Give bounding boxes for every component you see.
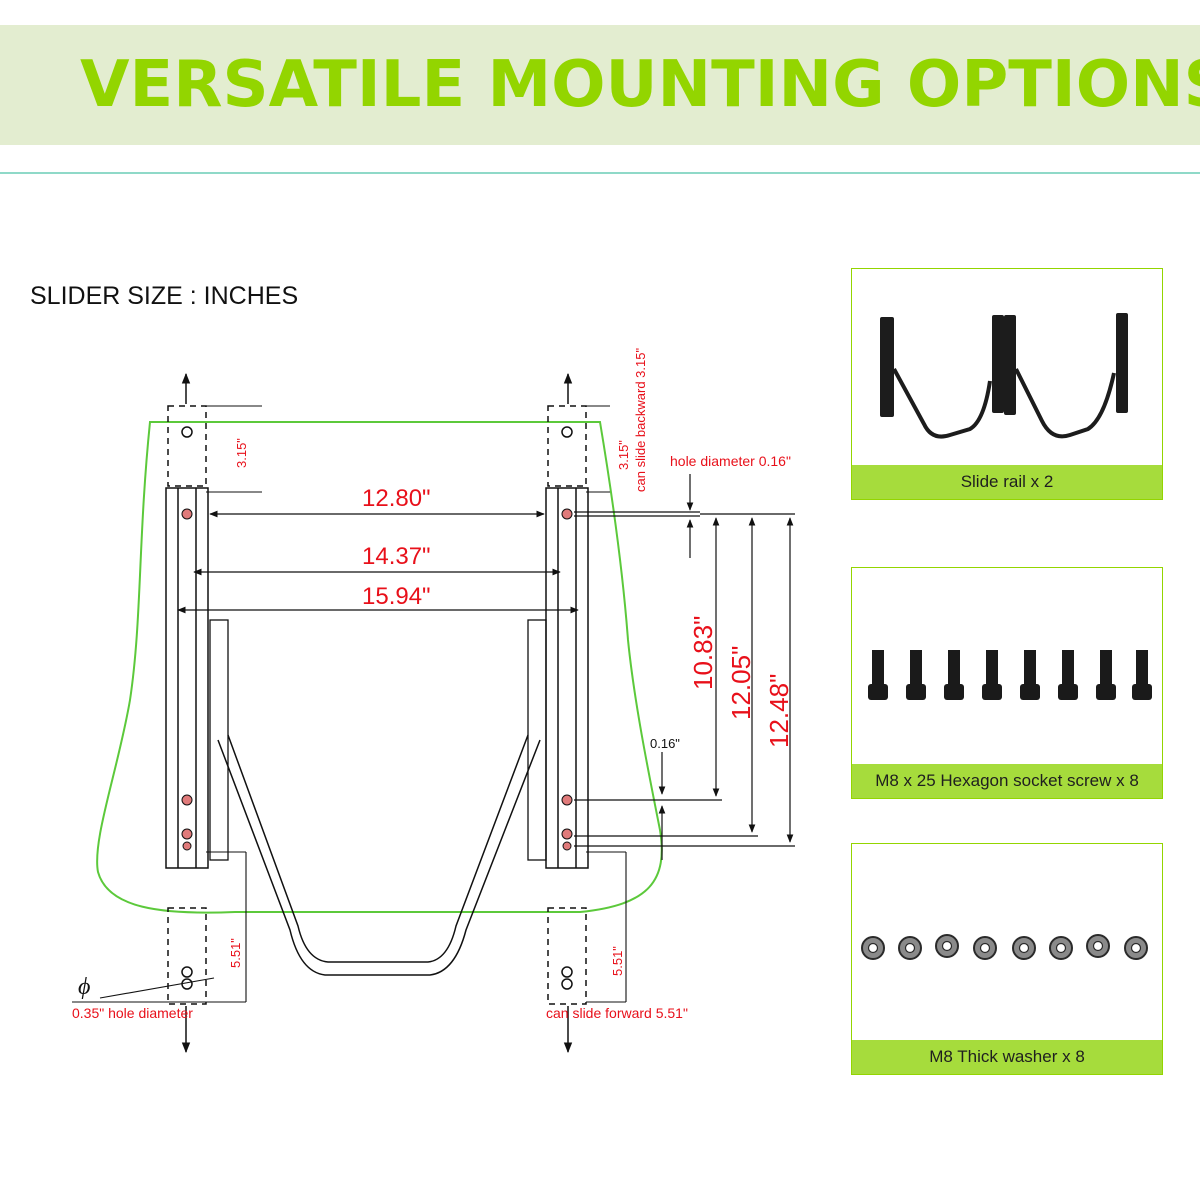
vertical-dimension-lines <box>574 513 795 860</box>
dim-top-left: 3.15" <box>234 438 249 468</box>
dim-bottom-right: 5.51" <box>610 946 625 976</box>
right-rail-bolts <box>561 508 573 851</box>
part-card-slide-rail: Slide rail x 2 <box>851 268 1163 500</box>
header-divider <box>0 172 1200 174</box>
phi-symbol: ϕ <box>78 974 90 1000</box>
slider-dimension-diagram: SLIDER SIZE : INCHES <box>30 282 795 1054</box>
note-slide-backward: can slide backward 3.15" <box>633 348 648 492</box>
dim-width-15-94: 15.94" <box>362 583 431 610</box>
page-title: VERSATILE MOUNTING OPTIONS <box>80 48 1200 122</box>
left-slide-rail <box>165 372 209 1054</box>
hole-diameter-marker <box>574 474 700 558</box>
diagram-heading: SLIDER SIZE : INCHES <box>30 282 298 310</box>
part-card-washers: M8 Thick washer x 8 <box>851 843 1163 1075</box>
inner-brackets <box>209 619 547 861</box>
slide-rail-illustration <box>880 313 1128 439</box>
support-tube <box>217 734 541 976</box>
note-slide-forward: can slide forward 5.51" <box>546 1005 688 1021</box>
width-dimension-lines <box>177 510 579 614</box>
caption-washers: M8 Thick washer x 8 <box>852 1040 1162 1074</box>
dim-height-12-48: 12.48" <box>764 674 794 748</box>
dim-height-10-83: 10.83" <box>688 616 718 690</box>
top-offset-lines <box>206 405 610 493</box>
dim-bottom-left: 5.51" <box>228 938 243 968</box>
dim-width-14-37: 14.37" <box>362 543 431 570</box>
dim-width-12-80: 12.80" <box>362 485 431 512</box>
right-slide-rail <box>545 372 589 1054</box>
seat-outline <box>96 421 663 914</box>
washers-illustration <box>861 934 1148 960</box>
note-hole-diameter-top: hole diameter 0.16" <box>670 453 791 469</box>
note-hole-diameter-bottom: 0.35" hole diameter <box>72 1005 193 1021</box>
part-card-screws: M8 x 25 Hexagon socket screw x 8 <box>851 567 1163 799</box>
caption-slide-rail: Slide rail x 2 <box>852 465 1162 499</box>
caption-screws: M8 x 25 Hexagon socket screw x 8 <box>852 764 1162 798</box>
dim-height-12-05: 12.05" <box>726 646 756 720</box>
bottom-offset-lines <box>72 851 627 1003</box>
note-small-016: 0.16" <box>650 736 680 751</box>
title-banner: VERSATILE MOUNTING OPTIONS <box>0 25 1200 145</box>
screws-illustration <box>868 650 1152 700</box>
dim-top-right: 3.15" <box>616 440 631 470</box>
left-rail-bolts <box>181 508 193 851</box>
